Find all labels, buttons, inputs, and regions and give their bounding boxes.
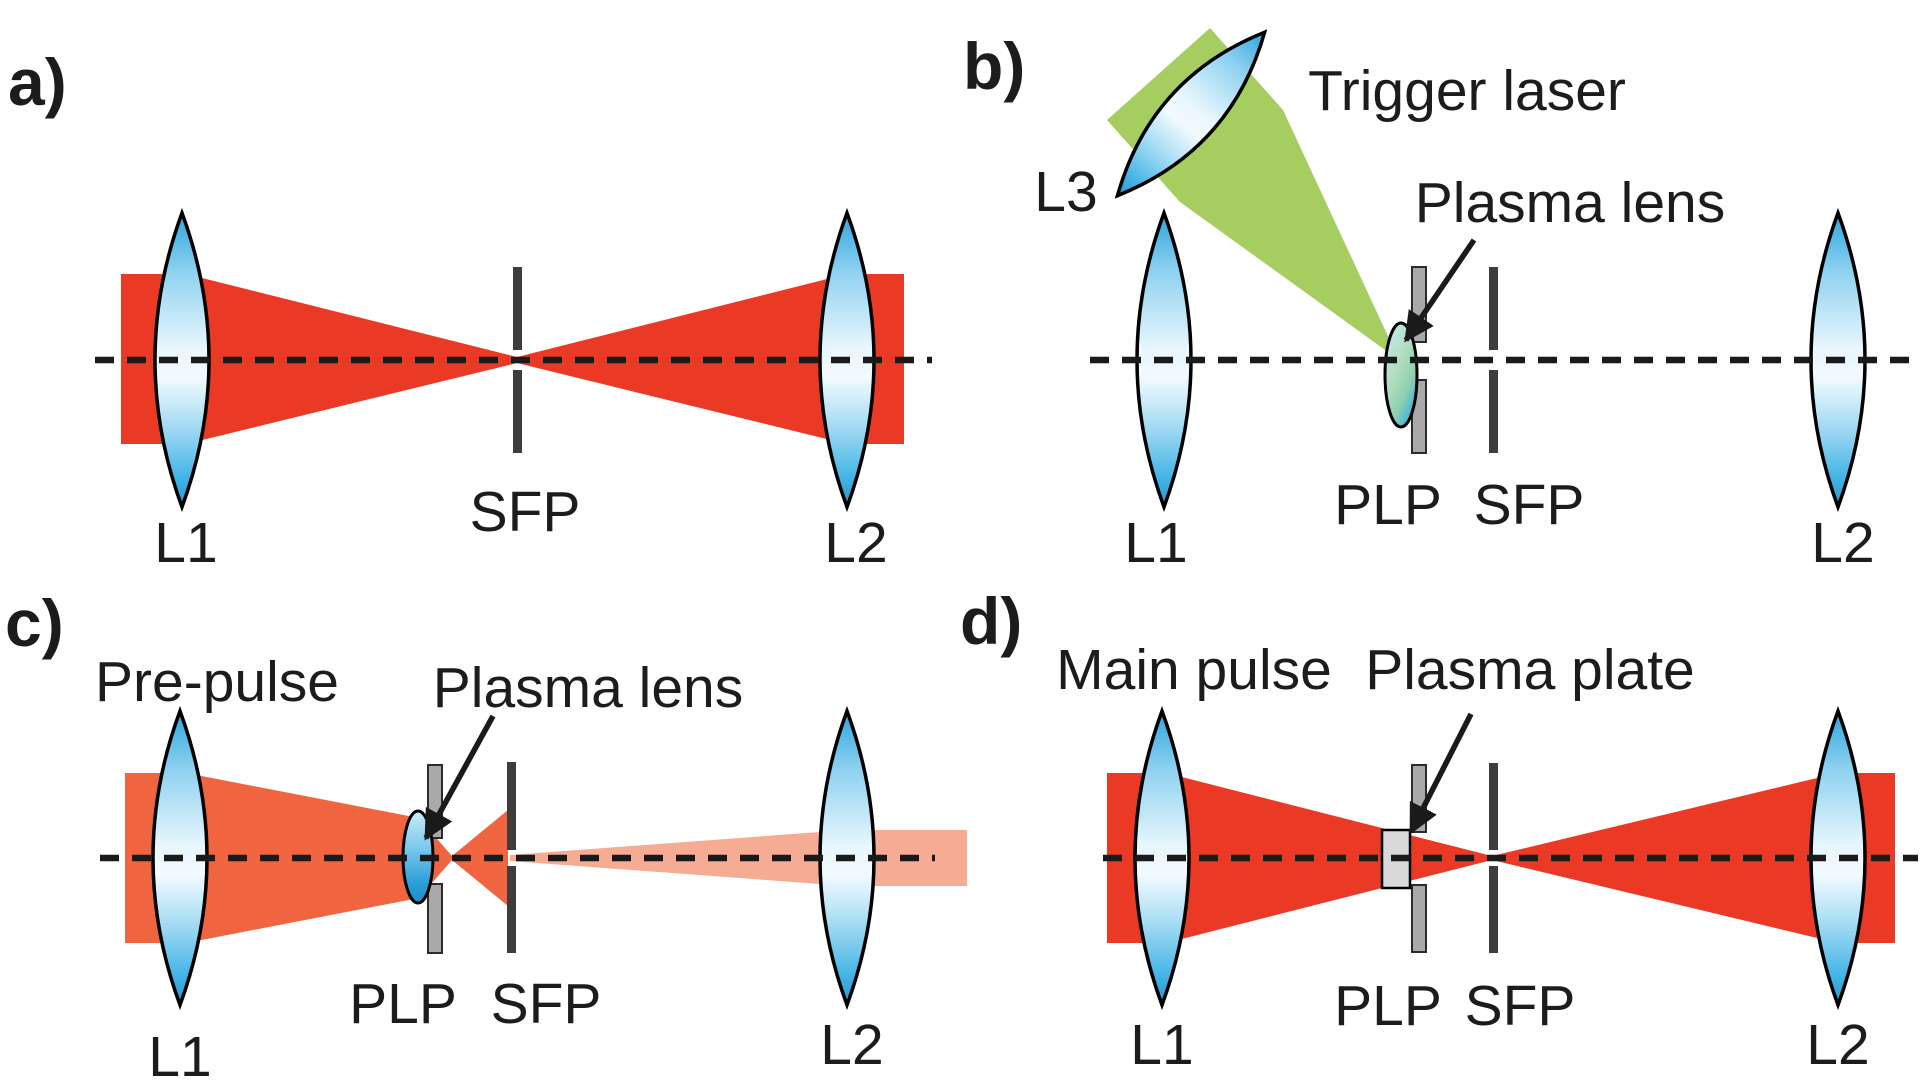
panel-b-l3-label: L3 — [1034, 160, 1097, 224]
figure-labels: a) b) c) d) SFP L1 L2 Trigger laser Plas… — [5, 29, 1875, 1083]
lens-l1 — [1133, 705, 1191, 1011]
pre-pulse-blocked-cone — [452, 810, 508, 906]
panel-d-main-pulse-label: Main pulse — [1056, 638, 1332, 702]
panel-d-tag: d) — [960, 584, 1022, 658]
panel-c — [100, 705, 967, 1011]
panel-c-sfp-label: SFP — [491, 972, 602, 1036]
panel-a-l2-label: L2 — [824, 511, 887, 575]
attenuated-beam — [510, 830, 967, 886]
panel-c-plp-label: PLP — [349, 972, 457, 1036]
sfp-pinhole-top — [507, 762, 516, 850]
panel-b-tag: b) — [963, 29, 1025, 103]
panel-a-sfp-label: SFP — [470, 480, 581, 544]
lens-l1 — [153, 207, 211, 513]
panel-a-tag: a) — [8, 45, 67, 119]
panel-a-l1-label: L1 — [154, 511, 217, 575]
sfp-pinhole-top — [513, 267, 522, 350]
panel-a — [95, 207, 932, 513]
panel-c-tag: c) — [5, 586, 64, 660]
plasma-lens — [1383, 321, 1419, 429]
panel-d-l1-label: L1 — [1130, 1013, 1193, 1077]
panel-d — [1103, 705, 1918, 1011]
panel-d-sfp-label: SFP — [1465, 974, 1576, 1038]
panel-b-trigger-label: Trigger laser — [1308, 59, 1626, 123]
panel-b-sfp-label: SFP — [1474, 473, 1585, 537]
sfp-pinhole-bottom — [513, 370, 522, 453]
panel-d-plp-label: PLP — [1334, 974, 1442, 1038]
panel-c-pre-pulse-label: Pre-pulse — [95, 650, 339, 714]
panel-b-l2-label: L2 — [1811, 511, 1874, 575]
panel-d-l2-label: L2 — [1806, 1013, 1869, 1077]
panel-d-plasma-plate-label: Plasma plate — [1365, 638, 1695, 702]
sfp-pinhole-bottom — [507, 866, 516, 953]
plasma-plate-arrow — [1408, 712, 1474, 835]
panel-c-l1-label: L1 — [148, 1025, 211, 1083]
plasma-lens-arrow — [423, 714, 496, 841]
panel-c-l2-label: L2 — [820, 1013, 883, 1077]
sfp-pinhole-bottom — [1489, 370, 1498, 453]
panel-b — [1090, 28, 1918, 513]
lens-l3 — [1114, 29, 1268, 199]
sfp-pinhole-bottom — [1489, 866, 1498, 953]
panel-c-plasma-lens-label: Plasma lens — [433, 656, 743, 720]
lens-l2 — [1809, 705, 1867, 1011]
plasma-lens-arrow — [1403, 238, 1477, 343]
plp-plate-bottom — [427, 883, 443, 954]
panel-b-l1-label: L1 — [1124, 511, 1187, 575]
panel-b-plasma-lens-label: Plasma lens — [1415, 171, 1725, 235]
plp-plate-bottom — [1411, 884, 1427, 953]
sfp-pinhole-top — [1489, 267, 1498, 350]
sfp-pinhole-top — [1489, 763, 1498, 850]
panel-b-plp-label: PLP — [1334, 473, 1442, 537]
